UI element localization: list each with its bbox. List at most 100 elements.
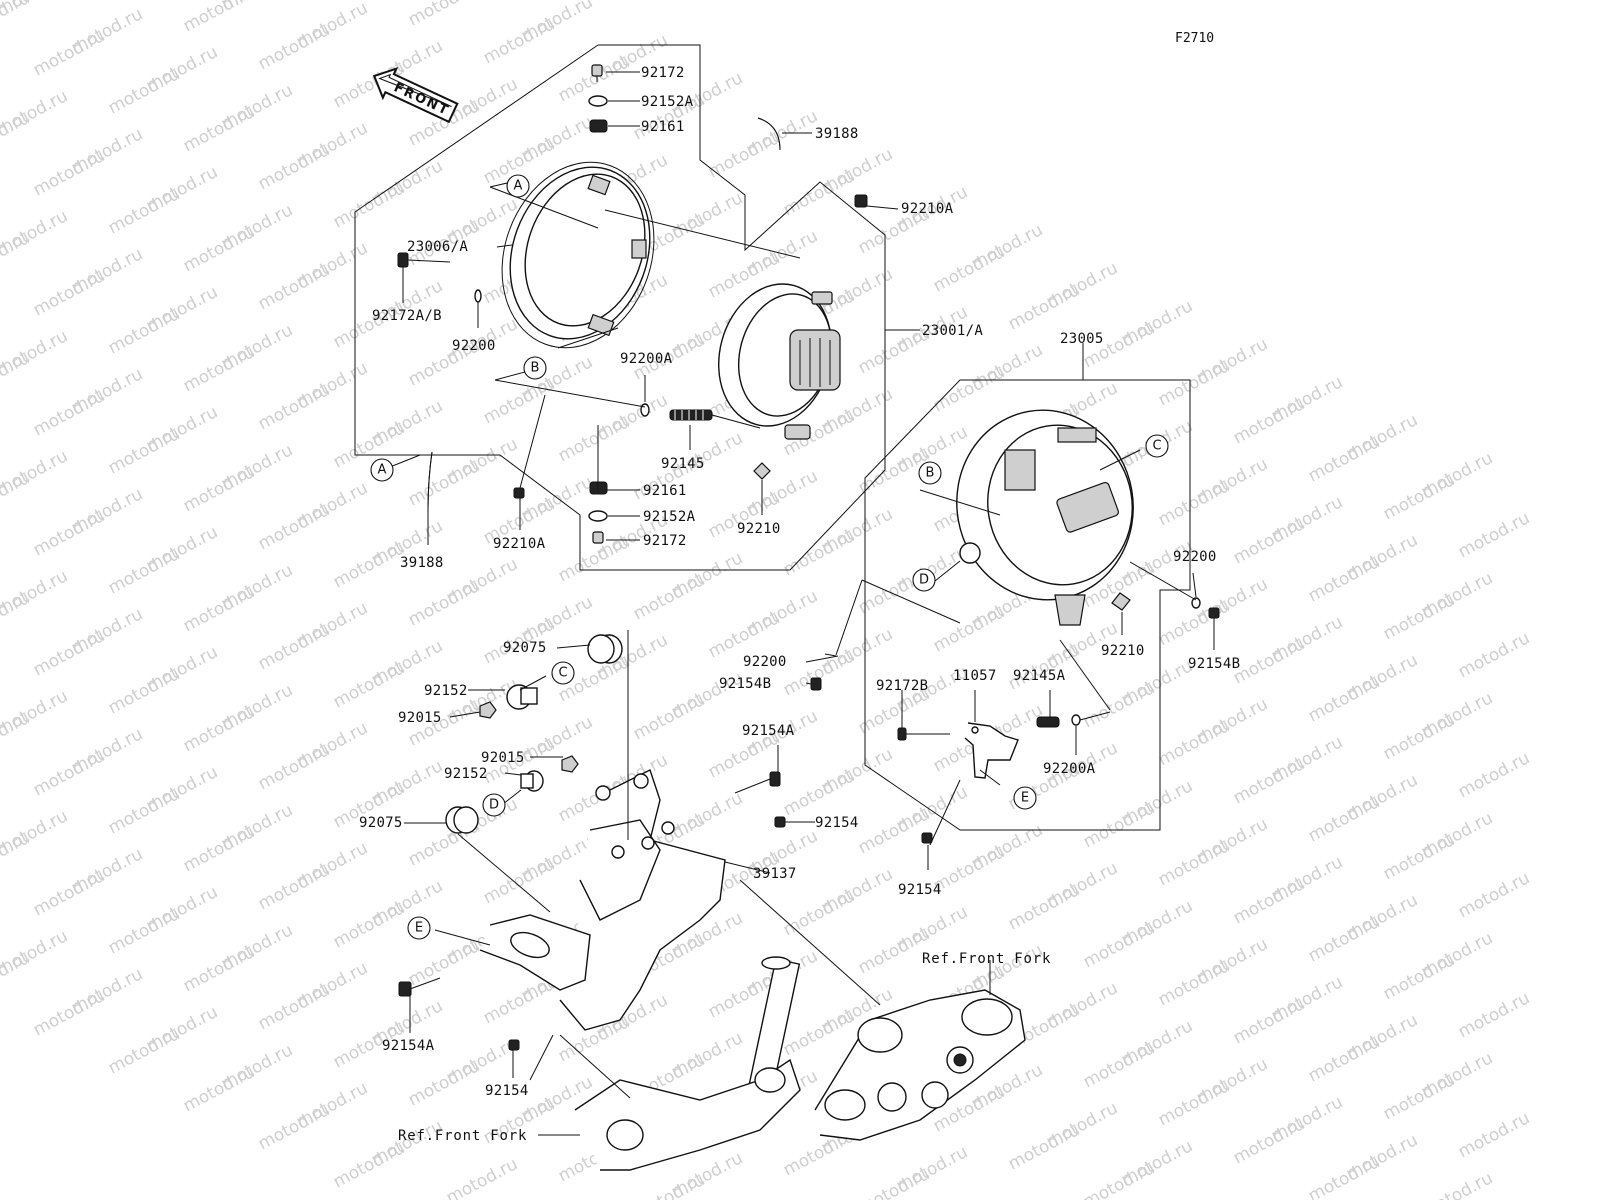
callout-c-left-label: C bbox=[558, 666, 567, 681]
watermark-text: motod.ru bbox=[1455, 628, 1533, 682]
watermark-text: motod.ru bbox=[705, 128, 783, 182]
callout-a-bottom-label: A bbox=[378, 463, 387, 478]
part-label-11057: 11057 bbox=[953, 668, 997, 684]
watermark-text: motod.ru bbox=[930, 602, 1008, 656]
part-label-92154a-bottom: 92154A bbox=[382, 1038, 435, 1054]
watermark-text: motod.ru bbox=[180, 0, 258, 36]
watermark-text: motod.ru bbox=[855, 1164, 933, 1200]
callout-b-left-label: B bbox=[531, 361, 540, 376]
watermark-text: motod.ru bbox=[180, 942, 258, 996]
watermark-text: motod.ru bbox=[1230, 634, 1308, 688]
watermark-text: motod.ru bbox=[780, 766, 858, 820]
part-label-92210: 92210 bbox=[737, 521, 781, 537]
watermark-text: motod.ru bbox=[780, 646, 858, 700]
watermark-text: motod.ru bbox=[30, 386, 108, 440]
watermark-text: motod.ru bbox=[1305, 1152, 1383, 1200]
watermark-text: motod.ru bbox=[1155, 1076, 1233, 1130]
watermark-text: motod.ru bbox=[180, 222, 258, 276]
watermark-text: motod.ru bbox=[1080, 798, 1158, 852]
watermark-text: motod.ru bbox=[1230, 754, 1308, 808]
callout-b-right bbox=[918, 461, 942, 485]
part-label-92152a-bottom: 92152A bbox=[643, 509, 696, 525]
part-label-92152a-top: 92152A bbox=[641, 94, 694, 110]
watermark-text: motod.ru bbox=[255, 260, 333, 314]
watermark-text: motod.ru bbox=[1305, 912, 1383, 966]
part-label-92210a-top: 92210A bbox=[901, 201, 954, 217]
callout-e-left-label: E bbox=[415, 921, 423, 936]
watermark-text: motod.ru bbox=[255, 860, 333, 914]
leader-lines bbox=[379, 71, 1215, 1136]
part-label-92161-bottom: 92161 bbox=[643, 483, 687, 499]
watermark-text: motod.ru bbox=[1305, 1032, 1383, 1086]
watermark-text: motod.ru bbox=[330, 298, 408, 352]
part-label-92210-right: 92210 bbox=[1101, 643, 1145, 659]
part-label-92161-top: 92161 bbox=[641, 119, 685, 135]
watermark-text: motod.ru bbox=[180, 342, 258, 396]
callout-a-bottom bbox=[370, 458, 394, 482]
watermark-text: motod.ru bbox=[255, 620, 333, 674]
watermark-text: motod.ru bbox=[180, 702, 258, 756]
part-label-92154-right: 92154 bbox=[898, 882, 942, 898]
part-label-92075-top: 92075 bbox=[503, 640, 547, 656]
watermark-text: motod.ru bbox=[1380, 830, 1458, 884]
watermark-text: motod.ru bbox=[30, 746, 108, 800]
part-label-92152-top: 92152 bbox=[424, 683, 468, 699]
watermark-text: motod.ru bbox=[180, 582, 258, 636]
watermark-text: motod.ru bbox=[405, 456, 483, 510]
watermark-text: motod.ru bbox=[1230, 1114, 1308, 1168]
watermark-text: motod.ru bbox=[30, 866, 108, 920]
watermark-text: motod.ru bbox=[405, 936, 483, 990]
watermark-text: motod.ru bbox=[180, 1062, 258, 1116]
watermark-text: motod.ru bbox=[255, 20, 333, 74]
part-label-92015-mid: 92015 bbox=[481, 750, 525, 766]
watermark-text: motod.ru bbox=[0, 0, 33, 42]
watermark-text: motod.ru bbox=[1080, 918, 1158, 972]
part-label-92200-left: 92200 bbox=[452, 338, 496, 354]
watermark-text: motod.ru bbox=[930, 242, 1008, 296]
watermark-text: motod.ru bbox=[1380, 470, 1458, 524]
watermark-text: motod.ru bbox=[630, 690, 708, 744]
watermark-text: motod.ru bbox=[780, 526, 858, 580]
watermark-text: motod.ru bbox=[30, 626, 108, 680]
watermark-text: motod.ru bbox=[30, 986, 108, 1040]
part-label-92145: 92145 bbox=[661, 456, 705, 472]
watermark-text: motod.ru bbox=[105, 544, 183, 598]
part-labels: 92172 92152A 92161 39188 92210A 23006/A … bbox=[359, 65, 1240, 1144]
watermark-text: motod.ru bbox=[1455, 868, 1533, 922]
callout-b-left bbox=[523, 356, 547, 380]
headlight-unit-part bbox=[718, 283, 841, 440]
watermark-text: motod.ru bbox=[30, 146, 108, 200]
watermark-text: motod.ru bbox=[105, 784, 183, 838]
watermark-text: motod.ru bbox=[1230, 874, 1308, 928]
part-label-92154a-top: 92154A bbox=[742, 723, 795, 739]
watermark-text: motod.ru bbox=[780, 886, 858, 940]
watermark-text: motod.ru bbox=[105, 64, 183, 118]
watermark-text: motod.ru bbox=[255, 1100, 333, 1154]
part-label-92172-bottom: 92172 bbox=[643, 533, 687, 549]
watermark-text: motod.ru bbox=[180, 822, 258, 876]
callout-e-left bbox=[407, 916, 431, 940]
watermark-text: motod.ru bbox=[1155, 476, 1233, 530]
watermark-text: motod.ru bbox=[1155, 716, 1233, 770]
watermark-text: motod.ru bbox=[105, 424, 183, 478]
watermark-text: motod.ru bbox=[780, 166, 858, 220]
small-hardware bbox=[397, 64, 1220, 1051]
part-label-92075-mid: 92075 bbox=[359, 815, 403, 831]
watermark-text: motod.ru bbox=[405, 1056, 483, 1110]
callout-d-left-label: D bbox=[489, 798, 499, 813]
watermark-text: motod.ru bbox=[1455, 508, 1533, 562]
watermark-text: motod.ru bbox=[105, 664, 183, 718]
part-label-39137: 39137 bbox=[753, 866, 797, 882]
part-label-92200-mid: 92200 bbox=[743, 654, 787, 670]
callout-c-right-label: C bbox=[1152, 439, 1161, 454]
watermark-text: motod.ru bbox=[1455, 748, 1533, 802]
watermark-text: motod.ru bbox=[1005, 880, 1083, 934]
callout-a-top-label: A bbox=[514, 179, 523, 194]
watermark-text: motod.ru bbox=[480, 374, 558, 428]
callout-c-right bbox=[1145, 434, 1169, 458]
callout-a-top bbox=[506, 174, 530, 198]
watermark-text: motod.ru bbox=[255, 380, 333, 434]
watermark-text: motod.ru bbox=[1305, 792, 1383, 846]
watermark-text: motod.ru bbox=[930, 842, 1008, 896]
